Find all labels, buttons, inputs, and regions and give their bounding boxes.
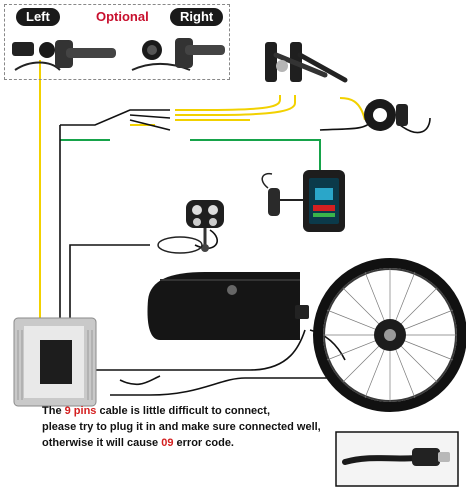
lcd-display-icon	[261, 170, 345, 232]
left-label: Left	[16, 8, 60, 26]
right-label: Right	[170, 8, 224, 26]
connection-warning: The 9 pins cable is little difficult to …	[42, 403, 332, 451]
green-wire-display	[190, 139, 321, 170]
wire-to-battery	[90, 329, 306, 371]
hub-motor-wheel-icon	[313, 258, 466, 412]
yellow-wire-brake-1	[175, 95, 281, 111]
pas-sensor-icon	[364, 99, 408, 131]
brake-lever-icon	[265, 42, 348, 83]
optional-label: Optional	[96, 9, 149, 24]
headlight-icon	[157, 200, 224, 254]
controller-icon	[13, 317, 97, 407]
throttle-options-frame	[4, 4, 230, 80]
warning-line-3: otherwise it will cause 09 error code.	[42, 437, 234, 449]
throttle-left-icon	[12, 40, 116, 71]
wire-to-light	[69, 244, 150, 340]
warning-line-2: please try to plug it in and make sure c…	[42, 421, 321, 433]
connector-detail-icon	[335, 431, 459, 487]
warning-line-1: The 9 pins cable is little difficult to …	[42, 405, 270, 417]
black-wires	[30, 109, 431, 396]
battery-icon	[147, 272, 309, 340]
green-wires	[60, 139, 321, 170]
throttle-right-icon	[131, 38, 225, 71]
